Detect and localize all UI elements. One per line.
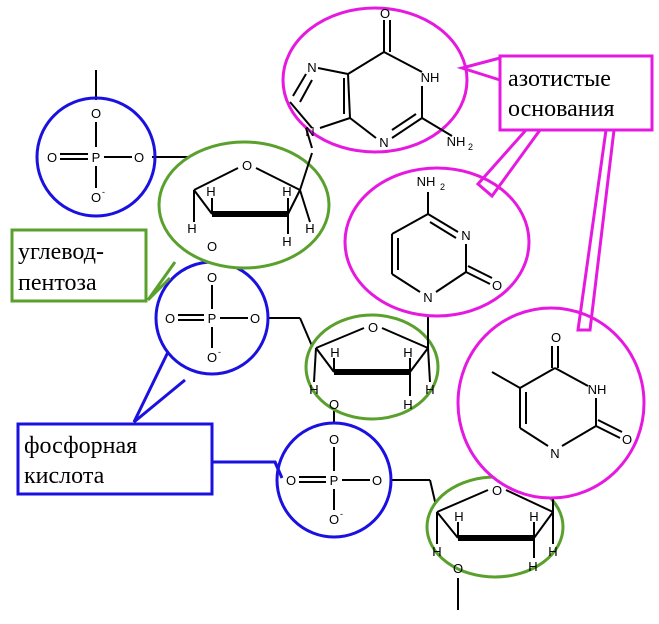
atom-o: O: [329, 432, 339, 447]
atom-nh: NH: [588, 382, 607, 397]
atom-h: H: [282, 234, 291, 249]
base-cytosine: NH 2 N N O: [343, 166, 531, 318]
base-guanine: O N N N NH NH 2: [281, 6, 473, 154]
atom-h: H: [403, 397, 412, 412]
atom-p: P: [208, 311, 217, 326]
atom-o: O: [372, 473, 382, 488]
phosphate-label-box: [16, 422, 214, 496]
atom-o: O: [492, 483, 502, 498]
atom-o: O: [134, 150, 144, 165]
minus-sign: -: [340, 509, 343, 519]
minus-sign: -: [218, 347, 221, 357]
sugar-ring-1: O H H H H H O: [146, 140, 331, 302]
sugar-circle: [304, 313, 440, 421]
atom-nh2: NH: [417, 174, 436, 189]
phosphate-group-1: O P O O O -: [35, 96, 157, 218]
atom-n: N: [550, 446, 559, 461]
atom-o: O: [165, 311, 175, 326]
callout-bases: азотистые основания: [456, 54, 654, 332]
atom-o: O: [207, 270, 217, 285]
subscript-2: 2: [468, 142, 473, 152]
atom-h: H: [529, 509, 538, 524]
atom-o: O: [91, 106, 101, 121]
minus-sign: -: [102, 187, 105, 197]
atom-h: H: [425, 382, 434, 397]
sugar-label-line-2: пентоза: [18, 270, 97, 296]
atom-o: O: [207, 239, 217, 254]
atom-h: H: [309, 382, 318, 397]
atom-p: P: [330, 473, 339, 488]
phosphate-circle: [35, 96, 157, 218]
bases-label-line-1: азотистые: [508, 66, 611, 92]
atom-o: O: [329, 512, 339, 527]
base-circle: [343, 166, 531, 318]
atom-o: O: [622, 432, 632, 447]
phosphate-group-3: O P O O O -: [212, 421, 393, 539]
atom-o: O: [242, 158, 252, 173]
atom-h: H: [403, 345, 412, 360]
atom-o: O: [453, 561, 463, 576]
atom-h: H: [282, 184, 291, 199]
atom-o: O: [47, 150, 57, 165]
atom-o: O: [368, 320, 378, 335]
atom-h: H: [187, 221, 196, 236]
atom-n: N: [307, 60, 316, 75]
atom-h: H: [454, 509, 463, 524]
atom-o: O: [329, 397, 339, 412]
phosphate-label-line-2: кислота: [24, 463, 105, 489]
sugar-circle: [157, 140, 331, 270]
atom-h: H: [528, 559, 537, 574]
bases-label-line-2: основания: [508, 96, 615, 122]
atom-n: N: [461, 228, 470, 243]
atom-o: O: [91, 190, 101, 205]
atom-o: O: [207, 350, 217, 365]
atom-h: H: [305, 221, 314, 236]
callout-phosphate: фосфорная кислота: [16, 422, 214, 496]
atom-nh: NH: [421, 70, 440, 85]
atom-n: N: [305, 124, 314, 139]
callout-sugar: углевод- пентоза: [10, 228, 148, 303]
atom-n: N: [379, 135, 388, 150]
atom-o: O: [492, 278, 502, 293]
atom-p: P: [92, 150, 101, 165]
atom-o: O: [286, 473, 296, 488]
sugar-label-line-1: углевод-: [18, 239, 104, 265]
bases-label-box: [498, 54, 654, 132]
atom-h: H: [206, 184, 215, 199]
phosphate-label-line-1: фосфорная: [24, 433, 137, 459]
atom-h: H: [548, 544, 557, 559]
base-thymine: O NH N O: [456, 306, 646, 500]
atom-o: O: [380, 6, 390, 21]
atom-o: O: [250, 311, 260, 326]
atom-o: O: [551, 330, 561, 345]
phosphate-circle: [275, 421, 393, 539]
sugar-ring-2: O H H H H H O: [304, 310, 440, 421]
sugar-label-box: [10, 228, 148, 303]
atom-nh2: NH: [447, 134, 466, 149]
atom-n: N: [423, 290, 432, 305]
base-circle: [456, 306, 646, 500]
phosphate-group-2: O P O O O -: [132, 260, 270, 424]
atom-h: H: [330, 345, 339, 360]
subscript-2: 2: [440, 182, 445, 192]
atom-h: H: [432, 544, 441, 559]
